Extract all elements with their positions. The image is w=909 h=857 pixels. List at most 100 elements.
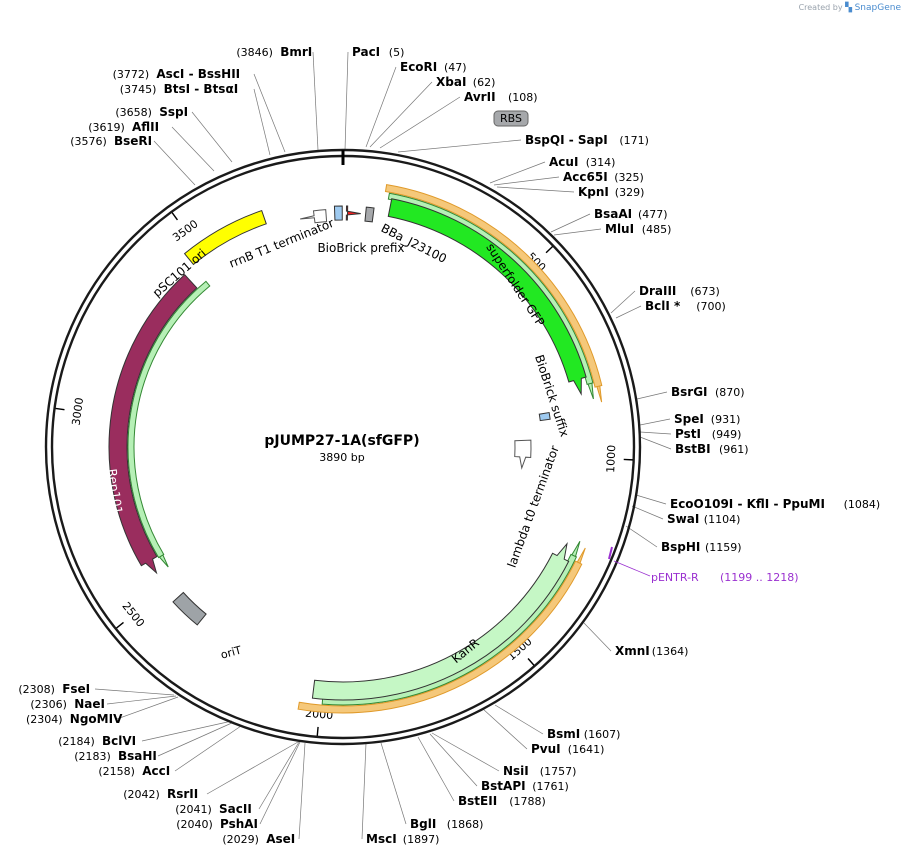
enzyme-site-acc65i[interactable]: Acc65I(325) xyxy=(563,170,644,184)
enzyme-site-bcli[interactable]: BclI *(700) xyxy=(645,299,726,313)
enzyme-leader-lines xyxy=(94,51,672,840)
enzyme-position: (949) xyxy=(712,428,742,441)
enzyme-site-bstbi[interactable]: BstBI(961) xyxy=(675,442,749,456)
snapgene-credit: Created by ▚ SnapGene xyxy=(799,3,901,13)
enzyme-site-fsei[interactable]: FseI(2308) xyxy=(18,682,90,696)
enzyme-site-kpni[interactable]: KpnI(329) xyxy=(578,185,644,199)
enzyme-name: BstAPI xyxy=(481,779,526,793)
feat-orit[interactable] xyxy=(172,591,207,626)
feat-kanr[interactable] xyxy=(311,542,570,701)
enzyme-leader xyxy=(206,741,299,795)
enzyme-leader xyxy=(344,51,349,151)
enzyme-site-bclvi[interactable]: BclVI(2184) xyxy=(58,734,136,748)
enzyme-name: PacI xyxy=(352,45,380,59)
enzyme-position: (477) xyxy=(638,208,668,221)
enzyme-position: (870) xyxy=(715,386,745,399)
feat-rbs[interactable] xyxy=(364,206,375,223)
feat-sfgfp[interactable] xyxy=(387,198,587,396)
primer-mark xyxy=(608,546,613,560)
enzyme-site-bseri[interactable]: BseRI(3576) xyxy=(70,134,152,148)
enzyme-name: PvuI xyxy=(531,742,561,756)
enzyme-site-acui[interactable]: AcuI(314) xyxy=(549,155,615,169)
enzyme-name: BspHI xyxy=(661,540,700,554)
enzyme-name: AseI xyxy=(266,832,295,846)
enzyme-site-ngomiv[interactable]: NgoMIV(2304) xyxy=(26,712,123,726)
enzyme-site-bsmi[interactable]: BsmI(1607) xyxy=(547,727,620,741)
enzyme-leader xyxy=(610,290,636,314)
enzyme-leader xyxy=(639,431,672,435)
credit-brand: SnapGene xyxy=(854,3,901,13)
enzyme-site-rsrii[interactable]: RsrII(2042) xyxy=(123,787,198,801)
enzyme-name: BsaHI xyxy=(118,749,157,763)
enzyme-leader xyxy=(361,742,367,840)
enzyme-site-spei[interactable]: SpeI(931) xyxy=(674,412,740,426)
enzyme-site-asei[interactable]: AseI(2029) xyxy=(222,832,295,846)
enzyme-position: (2042) xyxy=(123,788,160,801)
tick-500 xyxy=(545,246,554,254)
feat-rrnb[interactable] xyxy=(300,209,328,224)
enzyme-leader xyxy=(259,741,301,825)
enzyme-site-msci[interactable]: MscI(1897) xyxy=(366,832,439,846)
enzyme-site-asci-bsshii[interactable]: AscI - BssHII(3772) xyxy=(113,67,241,81)
feat-bb-prefix[interactable] xyxy=(333,205,343,221)
enzyme-site-ecori[interactable]: EcoRI(47) xyxy=(400,60,467,74)
enzyme-name: BstBI xyxy=(675,442,711,456)
enzyme-position: (62) xyxy=(473,76,496,89)
enzyme-site-xmni[interactable]: XmnI(1364) xyxy=(615,644,688,658)
enzyme-site-pvui[interactable]: PvuI (1641) xyxy=(531,742,604,756)
enzyme-site-pshai[interactable]: PshAI(2040) xyxy=(176,817,258,831)
enzyme-site-bsteii[interactable]: BstEII(1788) xyxy=(458,794,546,808)
enzyme-leader xyxy=(258,741,300,810)
enzyme-site-bsaai[interactable]: BsaAI(477) xyxy=(594,207,668,221)
orf-rail-1 xyxy=(384,184,603,403)
snapgene-logo-icon: ▚ xyxy=(845,3,853,13)
enzyme-site-bspqi-sapi[interactable]: BspQI - SapI(171) xyxy=(525,133,649,147)
enzyme-name: SpeI xyxy=(674,412,704,426)
enzyme-site-bsrgi[interactable]: BsrGI(870) xyxy=(671,385,745,399)
feat-psc101[interactable] xyxy=(183,209,267,266)
enzyme-site-paci[interactable]: PacI(5) xyxy=(352,45,404,59)
enzyme-position: (2308) xyxy=(18,683,55,696)
enzyme-leader xyxy=(553,228,602,236)
rbs-tag[interactable]: RBS xyxy=(493,110,529,127)
tick-label-3000: 3000 xyxy=(70,397,87,426)
enzyme-site-bstapi[interactable]: BstAPI(1761) xyxy=(481,779,569,793)
enzyme-position: (1159) xyxy=(705,541,742,554)
enzyme-site-bgli[interactable]: BglI(1868) xyxy=(410,817,483,831)
enzyme-site-mlui[interactable]: MluI(485) xyxy=(605,222,671,236)
enzyme-site-swai[interactable]: SwaI(1104) xyxy=(667,512,740,526)
primer-pentr-r[interactable]: pENTR-R (1199 .. 1218) xyxy=(608,546,799,584)
enzyme-position: (2306) xyxy=(30,698,67,711)
enzyme-name: KpnI xyxy=(578,185,609,199)
enzyme-leader xyxy=(489,161,546,184)
enzyme-site-bsahi[interactable]: BsaHI(2183) xyxy=(74,749,157,763)
enzyme-leader xyxy=(615,305,642,319)
enzyme-name: XmnI xyxy=(615,644,650,658)
feature-label-rep101: Rep101 xyxy=(105,468,125,515)
enzyme-position: (1641) xyxy=(568,743,605,756)
enzyme-site-avrii[interactable]: AvrII(108) xyxy=(464,90,538,104)
enzyme-site-ecoo109i-kfli-ppumi[interactable]: EcoO109I - KflI - PpuMI(1084) xyxy=(670,497,880,511)
enzyme-site-draiii[interactable]: DraIII(673) xyxy=(639,284,720,298)
enzyme-site-sspi[interactable]: SspI(3658) xyxy=(115,105,188,119)
enzyme-site-acci[interactable]: AccI(2158) xyxy=(98,764,170,778)
enzyme-site-psti[interactable]: PstI(949) xyxy=(675,427,741,441)
tick-3000 xyxy=(55,407,65,411)
feat-bb-suffix[interactable] xyxy=(538,411,551,422)
enzyme-site-btsi-bts-i[interactable]: BtsI - BtsαI(3745) xyxy=(120,82,238,96)
primer-name: pENTR-R xyxy=(651,571,699,584)
feat-lambda[interactable] xyxy=(514,439,532,470)
enzyme-site-naei[interactable]: NaeI(2306) xyxy=(30,697,105,711)
enzyme-site-bmri[interactable]: BmrI(3846) xyxy=(236,45,312,59)
enzyme-site-xbai[interactable]: XbaI(62) xyxy=(436,75,495,89)
enzyme-site-nsii[interactable]: NsiI(1757) xyxy=(503,764,576,778)
enzyme-leader xyxy=(298,742,306,840)
enzyme-site-aflii[interactable]: AflII(3619) xyxy=(88,120,159,134)
enzyme-site-sacii[interactable]: SacII(2041) xyxy=(175,802,252,816)
feat-rep101[interactable] xyxy=(108,273,198,575)
enzyme-name: NgoMIV xyxy=(70,712,123,726)
feat-bbaj[interactable] xyxy=(345,205,361,221)
enzyme-position: (1104) xyxy=(704,513,741,526)
enzyme-leader xyxy=(417,736,455,802)
enzyme-site-bsphi[interactable]: BspHI (1159) xyxy=(661,540,742,554)
